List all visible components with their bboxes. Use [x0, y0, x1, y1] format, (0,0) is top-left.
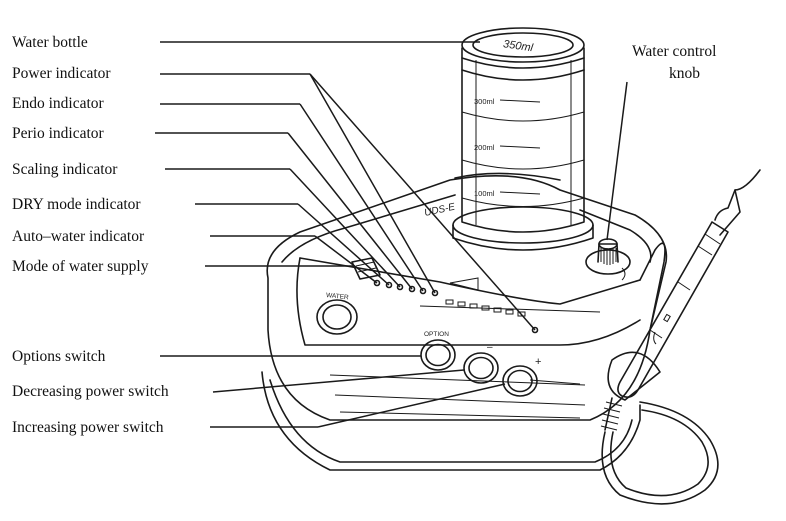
label-perio-indicator: Perio indicator — [12, 125, 105, 142]
leader-lines — [155, 41, 628, 428]
handpiece — [600, 169, 761, 505]
label-scaling-indicator: Scaling indicator — [12, 161, 118, 178]
label-water-bottle: Water bottle — [12, 34, 88, 51]
water-button-label: WATER — [326, 292, 350, 301]
handpiece-markings — [653, 313, 671, 345]
options-switch — [420, 339, 456, 371]
water-button — [316, 299, 358, 335]
label-water-control-knob-line2: knob — [669, 65, 700, 82]
bottle-mark-300: 300ml — [474, 97, 495, 106]
bottle-capacity-label: 350ml — [502, 38, 534, 54]
water-bottle — [452, 27, 594, 251]
model-label: UDS-E — [423, 202, 456, 219]
bottle-mark-200: 200ml — [474, 143, 495, 152]
label-increasing-power-switch: Increasing power switch — [12, 419, 164, 436]
decreasing-power-switch — [463, 352, 499, 384]
bottle-mark-100: 100ml — [474, 189, 495, 198]
water-control-knob — [585, 238, 631, 281]
increasing-power-switch — [502, 365, 538, 397]
option-button-label: OPTION — [424, 331, 449, 338]
label-auto-water-indicator: Auto–water indicator — [12, 228, 145, 245]
label-endo-indicator: Endo indicator — [12, 95, 105, 112]
label-power-indicator: Power indicator — [12, 65, 111, 82]
plus-label: + — [535, 356, 541, 368]
label-decreasing-power-switch: Decreasing power switch — [12, 383, 169, 400]
minus-label: – — [487, 342, 493, 353]
indicator-lights-row — [373, 277, 539, 334]
label-dry-mode-indicator: DRY mode indicator — [12, 196, 141, 213]
label-water-control-knob-line1: Water control — [632, 43, 716, 60]
label-options-switch: Options switch — [12, 348, 106, 365]
label-mode-of-water-supply: Mode of water supply — [12, 258, 149, 275]
